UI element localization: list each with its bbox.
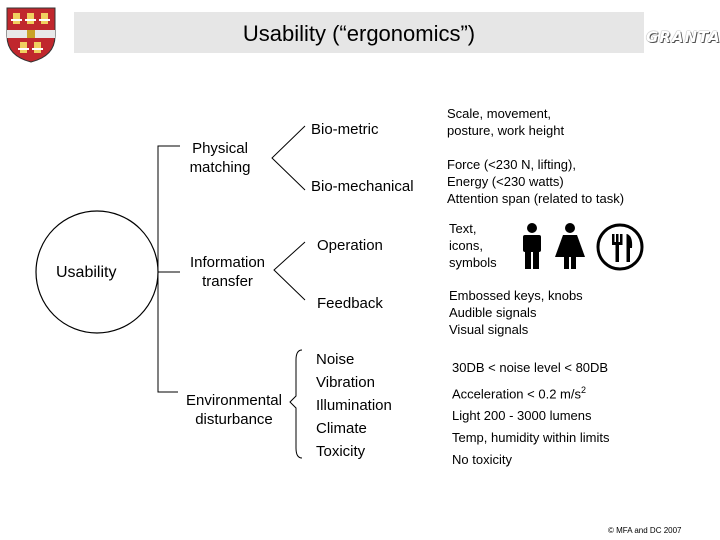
information-transfer-label: Information transfer [189, 254, 266, 290]
operation-label: Operation [317, 237, 383, 254]
env-item-noise: Noise [316, 351, 355, 368]
spec-climate: Temp, humidity within limits [452, 430, 610, 446]
spec-toxicity: No toxicity [452, 452, 512, 468]
usability-label: Usability [56, 264, 117, 281]
restaurant-icon [596, 223, 644, 271]
crest-logo [6, 7, 56, 63]
env-item-illumination: Illumination [316, 397, 392, 414]
spec-noise: 30DB < noise level < 80DB [452, 360, 609, 375]
physical-matching-label: Physical matching [189, 140, 251, 176]
title-bar [74, 12, 644, 53]
biometric-description: Scale, movement, posture, work height [447, 106, 565, 138]
connector-physical [271, 125, 306, 191]
env-item-toxicity: Toxicity [316, 443, 366, 460]
environmental-items-list: Noise Vibration Illumination Climate Tox… [316, 348, 392, 463]
man-icon [523, 223, 541, 269]
env-item-vibration: Vibration [316, 374, 375, 391]
connector-root [157, 145, 180, 393]
copyright-footer: © MFA and DC 2007 [608, 526, 682, 535]
biomechanical-label: Bio-mechanical [311, 178, 414, 195]
feedback-description: Embossed keys, knobs Audible signals Vis… [449, 288, 583, 337]
environmental-disturbance-label: Environmental disturbance [186, 392, 282, 428]
granta-logo: GRANTA [646, 28, 720, 46]
operation-description: Text, icons, symbols [449, 221, 497, 270]
env-item-climate: Climate [316, 420, 367, 437]
connector-information [273, 241, 306, 301]
spec-vibration: Acceleration < 0.2 m/s2 [452, 379, 610, 405]
woman-icon [555, 223, 585, 269]
spec-vibration-text: Acceleration < 0.2 m/s [452, 386, 581, 402]
biomechanical-description: Force (<230 N, lifting), Energy (<230 wa… [447, 157, 625, 206]
connector-environmental [289, 349, 303, 459]
feedback-label: Feedback [317, 295, 383, 312]
biometric-label: Bio-metric [311, 121, 379, 138]
spec-vibration-sup: 2 [580, 385, 586, 395]
slide-title: Usability (“ergonomics”) [242, 21, 476, 46]
environment-specs: 30DB < noise level < 80DB Acceleration <… [452, 357, 610, 471]
spec-illumination: Light 200 - 3000 lumens [452, 408, 592, 424]
